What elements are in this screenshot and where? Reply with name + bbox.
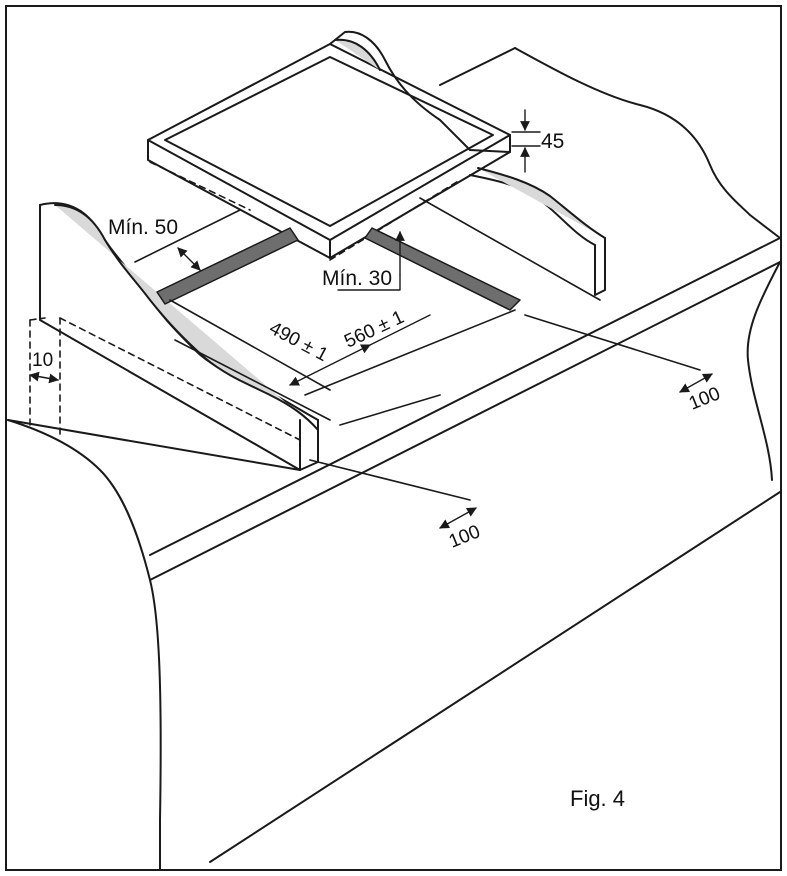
label-min-30: Mín. 30 <box>322 267 392 290</box>
cutout-outline <box>29 161 461 441</box>
label-min-50: Mín. 50 <box>108 216 178 239</box>
label-hob-thickness: 45 <box>541 130 564 153</box>
diagram-border <box>5 5 782 871</box>
support-bars <box>156 227 521 311</box>
label-side-distance-right: 100 <box>686 383 723 414</box>
worktop <box>7 47 781 871</box>
hob-unit <box>147 30 511 259</box>
figure-caption: Fig. 4 <box>570 786 625 811</box>
label-rear-offset: 10 <box>32 350 53 371</box>
left-side-panel <box>39 202 319 471</box>
dimension-lines <box>29 109 713 529</box>
label-side-distance-front: 100 <box>446 521 483 552</box>
cutout-lines <box>134 197 701 501</box>
label-cutout-width: 560 ± 1 <box>341 307 407 353</box>
right-side-panel <box>469 167 606 296</box>
